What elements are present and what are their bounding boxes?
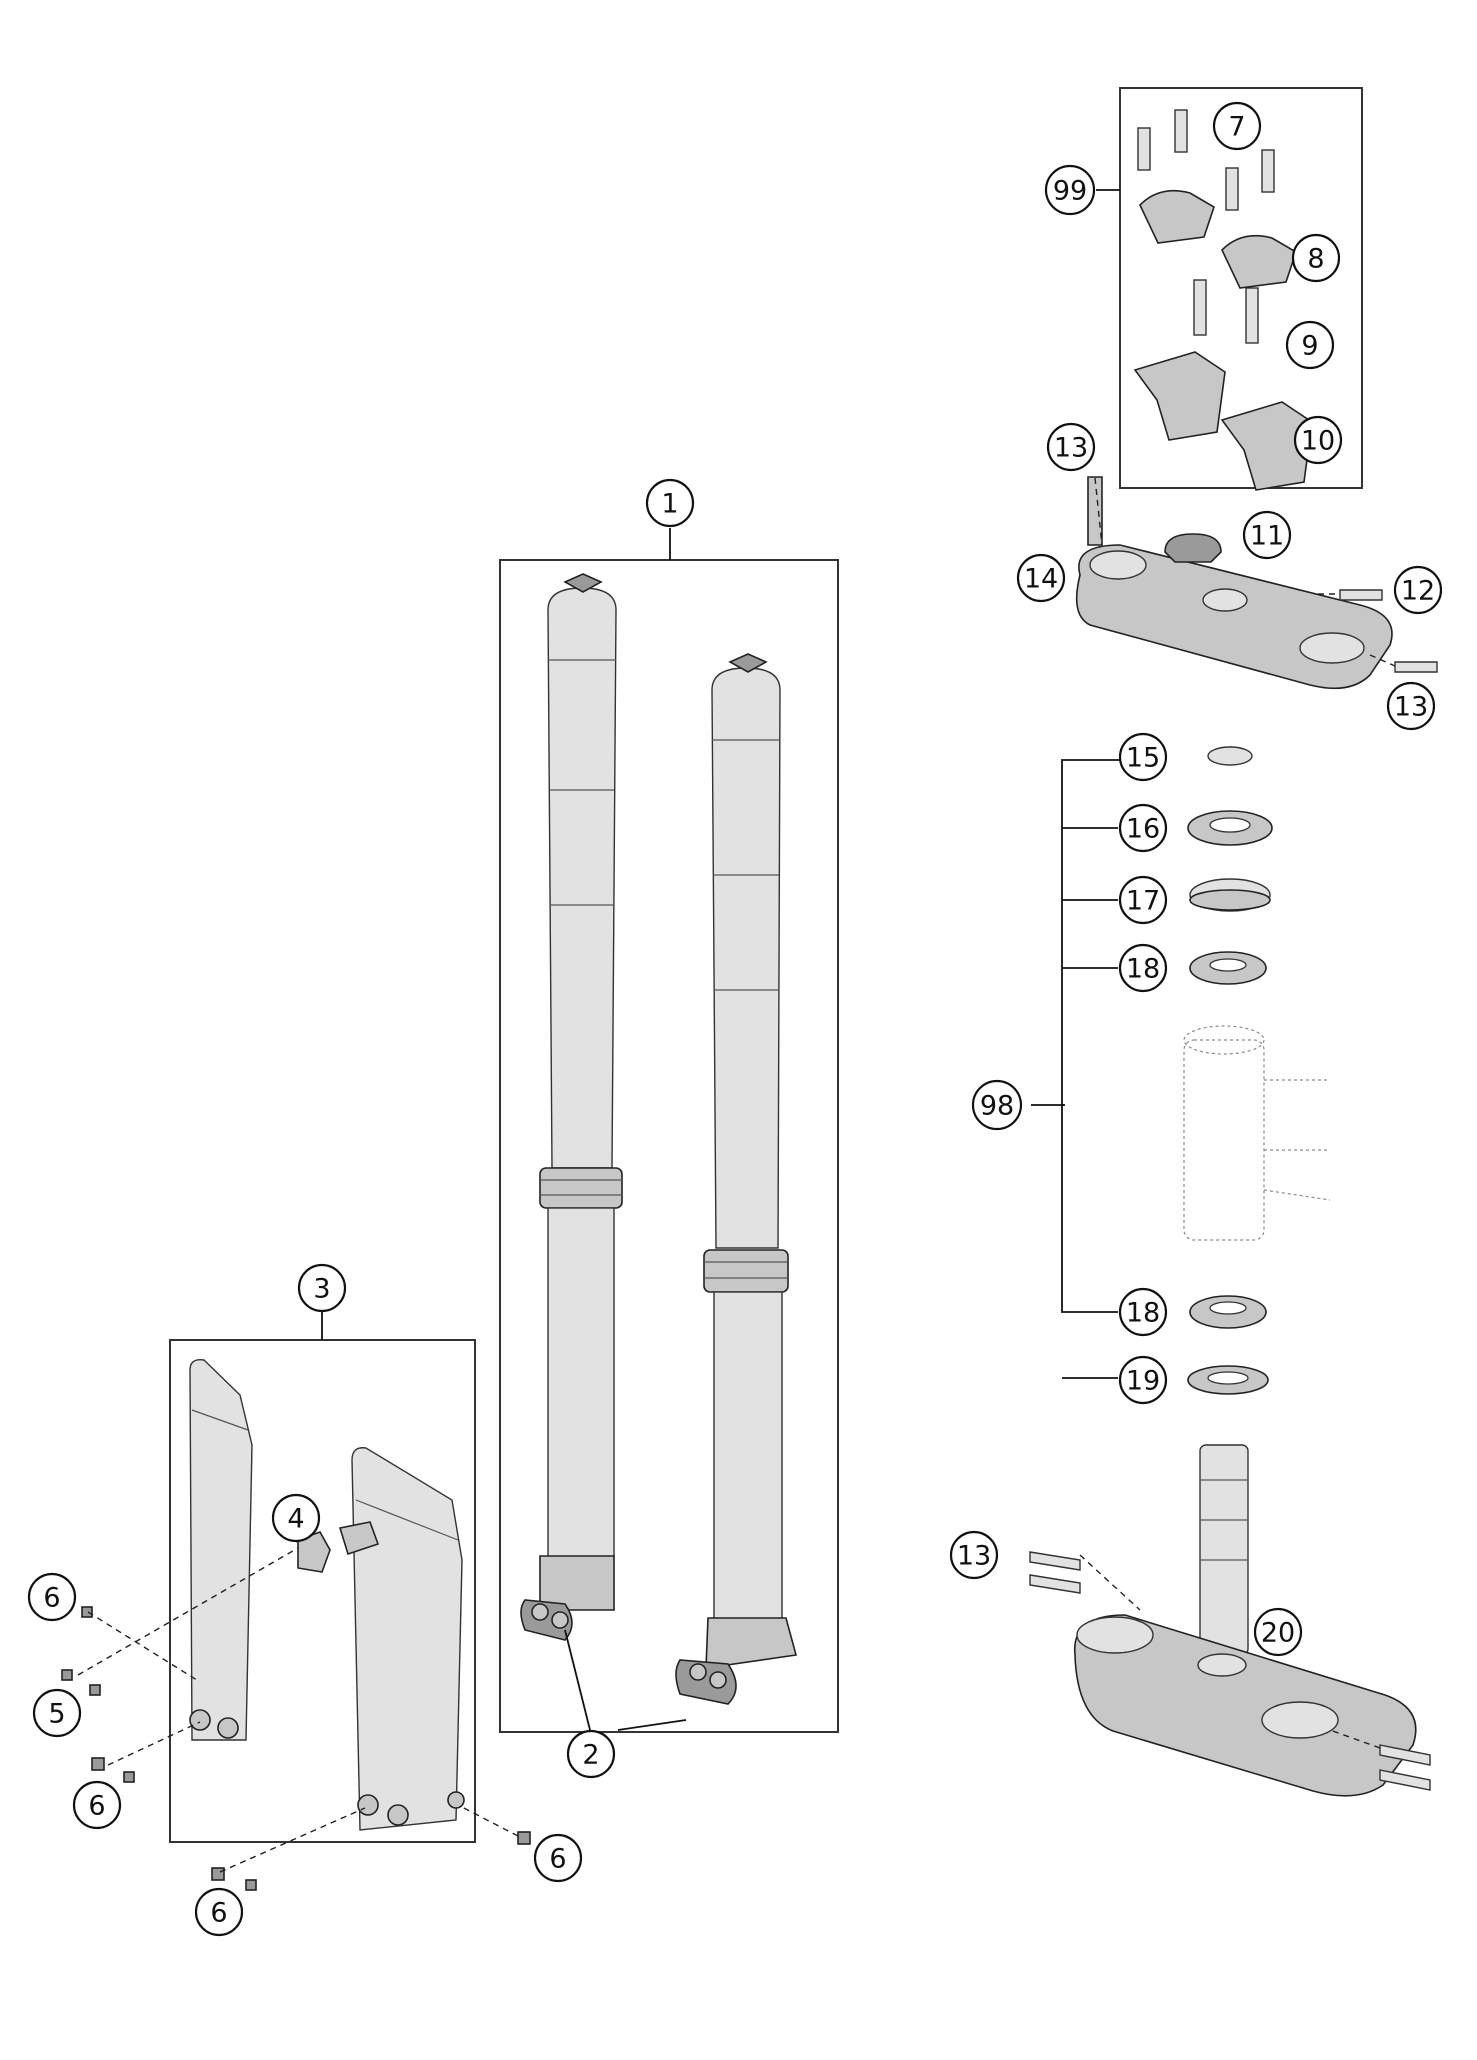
fork-assembly-frame [499,559,839,1733]
svg-text:18: 18 [1126,1298,1160,1329]
svg-text:2: 2 [582,1740,599,1771]
svg-text:10: 10 [1301,426,1335,457]
callout-10: 10 [1293,415,1343,465]
svg-text:13: 13 [957,1541,991,1572]
lower-triple-clamp [1029,1444,1431,1797]
fork-guard-right [351,1447,465,1831]
svg-text:6: 6 [88,1791,105,1822]
svg-text:11: 11 [1250,521,1284,552]
svg-text:6: 6 [210,1898,227,1929]
callout-6a: 6 [27,1572,77,1622]
callout-98: 98 [971,1079,1023,1131]
fork-leg-right [675,653,798,1705]
callout-19: 19 [1118,1355,1168,1405]
callout-14: 14 [1016,553,1066,603]
callout-13a: 13 [1046,422,1096,472]
fork-guard-left [189,1359,253,1741]
svg-text:18: 18 [1126,954,1160,985]
callout-7: 7 [1212,101,1262,151]
callout-18b: 18 [1118,1287,1168,1337]
svg-text:99: 99 [1053,176,1087,207]
steering-head-ghost [1183,1025,1331,1241]
guard-bracket [297,1521,380,1573]
callout-8: 8 [1291,233,1341,283]
bearing-stack [1187,746,1273,1395]
svg-text:20: 20 [1261,1618,1295,1649]
fork-leg-left [520,573,623,1641]
svg-text:13: 13 [1394,692,1428,723]
callout-18a: 18 [1118,943,1168,993]
callout-2: 2 [566,1729,616,1779]
callout-20: 20 [1253,1607,1303,1657]
clamp-bolts [1137,109,1275,344]
svg-text:19: 19 [1126,1366,1160,1397]
callout-12: 12 [1393,565,1443,615]
svg-text:14: 14 [1024,564,1058,595]
dashed-guides [77,477,1396,1873]
callout-11: 11 [1242,510,1292,560]
callout-13c: 13 [949,1530,999,1580]
callout-17: 17 [1118,875,1168,925]
svg-text:16: 16 [1126,814,1160,845]
guard-screws [61,1606,531,1891]
svg-text:13: 13 [1054,433,1088,464]
svg-text:4: 4 [287,1504,304,1535]
callout-6c: 6 [194,1887,244,1937]
svg-text:17: 17 [1126,886,1160,917]
leader-lines [295,189,1120,1731]
svg-text:15: 15 [1126,743,1160,774]
svg-text:8: 8 [1307,244,1324,275]
svg-text:5: 5 [48,1699,65,1730]
clamp-lower [1133,351,1313,491]
callout-6d: 6 [533,1833,583,1883]
callout-4: 4 [271,1493,321,1543]
svg-text:9: 9 [1301,331,1318,362]
svg-text:6: 6 [43,1583,60,1614]
callout-6b: 6 [72,1780,122,1830]
callout-1: 1 [645,478,695,528]
handlebar-clamp-frame [1119,87,1363,489]
svg-text:7: 7 [1228,112,1245,143]
callout-5: 5 [32,1688,82,1738]
svg-text:3: 3 [313,1274,330,1305]
clamp-upper [1139,189,1297,289]
upper-triple-clamp [1075,476,1438,690]
callout-99: 99 [1044,164,1096,216]
callout-3: 3 [297,1263,347,1313]
callout-15: 15 [1118,732,1168,782]
callout-16: 16 [1118,803,1168,853]
svg-text:1: 1 [661,489,678,520]
svg-text:98: 98 [980,1091,1014,1122]
svg-text:6: 6 [549,1844,566,1875]
svg-text:12: 12 [1401,576,1435,607]
callout-13b: 13 [1386,681,1436,731]
callout-9: 9 [1285,320,1335,370]
